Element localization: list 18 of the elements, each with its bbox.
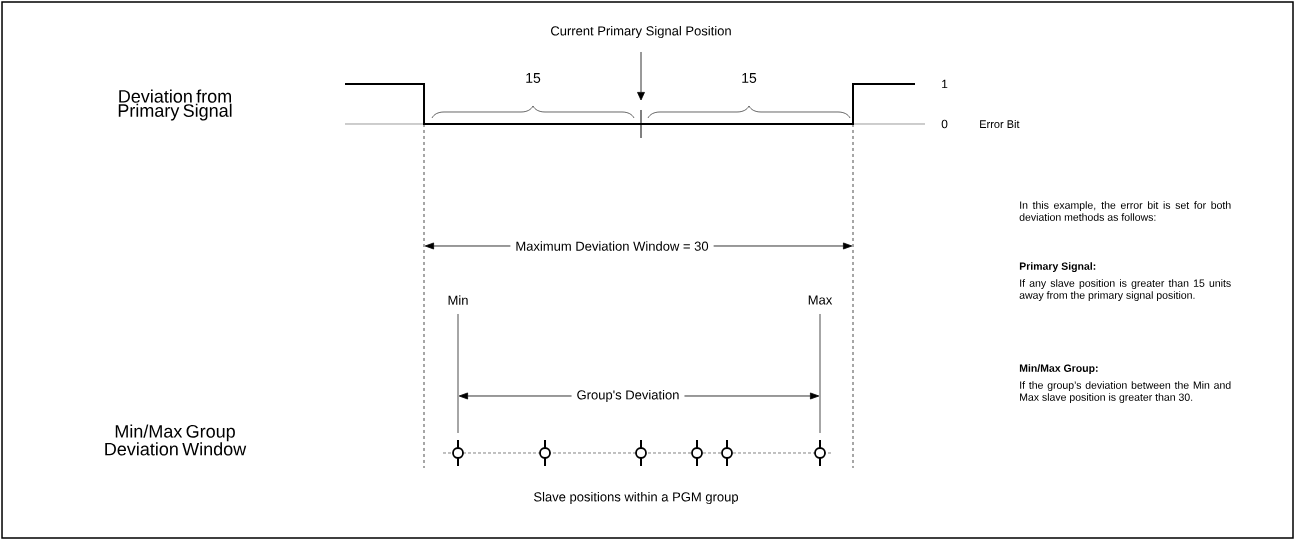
dimension-label: Group's Deviation: [571, 388, 685, 404]
row-label: Min/Max Group Deviation Window: [105, 424, 247, 456]
row-label: Deviation from Primary Signal: [118, 89, 232, 121]
end-label: Max: [808, 295, 833, 305]
level-label: 0: [941, 119, 948, 129]
note-text: If the group’s deviation between the Min and Max slave position is greater than 30.: [1020, 381, 1231, 403]
end-label: Min: [448, 295, 468, 305]
caption-label: Current Primary Signal Position: [551, 25, 731, 39]
level-label: 1: [942, 79, 948, 89]
caption-label: Slave positions within a PGM group: [534, 491, 739, 505]
note-text: If any slave position is greater than 15 units away from the primary signal position.: [1019, 279, 1231, 301]
brace-label: 15: [742, 73, 757, 83]
note-heading: Min/Max Group:: [1019, 364, 1098, 374]
dimension-label: Maximum Deviation Window = 30: [510, 240, 714, 252]
brace-label: 15: [526, 73, 541, 83]
note-heading: Primary Signal:: [1019, 262, 1096, 273]
note-text: In this example, the error bit is set for both deviation methods as follows:: [1019, 201, 1231, 221]
signal-label: Error Bit: [980, 119, 1020, 129]
